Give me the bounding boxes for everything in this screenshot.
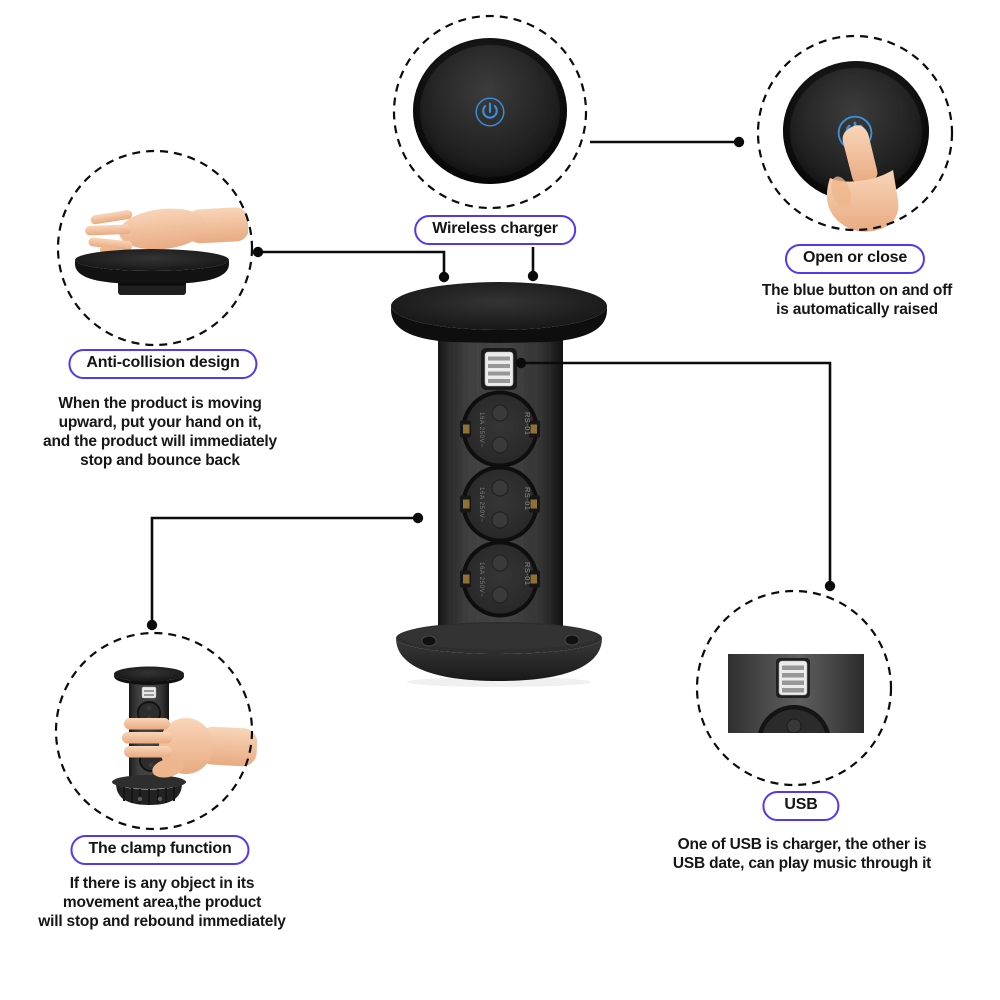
usb-closeup-photo bbox=[728, 654, 864, 733]
svg-text:16A 250V~: 16A 250V~ bbox=[478, 487, 485, 523]
power-icon bbox=[475, 97, 505, 127]
svg-text:16A 250V~: 16A 250V~ bbox=[478, 562, 485, 598]
usb-label: USB bbox=[762, 791, 840, 821]
anti-collision-description: When the product is moving upward, put y… bbox=[43, 395, 277, 469]
svg-text:RS-01: RS-01 bbox=[523, 412, 532, 435]
screw-hole bbox=[421, 635, 437, 647]
anti-collision-label: Anti-collision design bbox=[68, 349, 258, 379]
pointing-finger-hand bbox=[826, 125, 899, 232]
clamp-function-label: The clamp function bbox=[70, 835, 250, 865]
screw-hole bbox=[564, 634, 580, 646]
svg-text:RS-01: RS-01 bbox=[523, 487, 532, 510]
tower-base bbox=[396, 622, 602, 687]
open-close-label: Open or close bbox=[784, 244, 926, 274]
wireless-charger-label: Wireless charger bbox=[414, 215, 576, 245]
connector-anticollision-to-cap bbox=[258, 250, 446, 274]
connector-tower-to-clampcircle bbox=[150, 516, 418, 623]
open-close-description: The blue button on and off is automatica… bbox=[761, 282, 953, 318]
clamp-function-description: If there is any object in its movement a… bbox=[38, 875, 286, 930]
anti-collision-photo bbox=[75, 207, 248, 295]
wireless-charger-top-photo bbox=[413, 38, 567, 184]
clamp-function-photo bbox=[112, 666, 258, 805]
popup-socket-tower: 16A 250V~ RS-01 16A 250V~ RS-01 16A 250V… bbox=[391, 282, 607, 687]
svg-text:RS-01: RS-01 bbox=[523, 562, 532, 585]
socket-3: 16A 250V~ RS-01 bbox=[460, 540, 540, 618]
usb-description: One of USB is charger, the other is USB … bbox=[672, 836, 932, 872]
svg-text:16A 250V~: 16A 250V~ bbox=[478, 412, 485, 448]
top-cap-rim bbox=[391, 306, 607, 343]
wireless-charging-cap bbox=[391, 282, 607, 330]
usb-ports bbox=[481, 348, 517, 390]
